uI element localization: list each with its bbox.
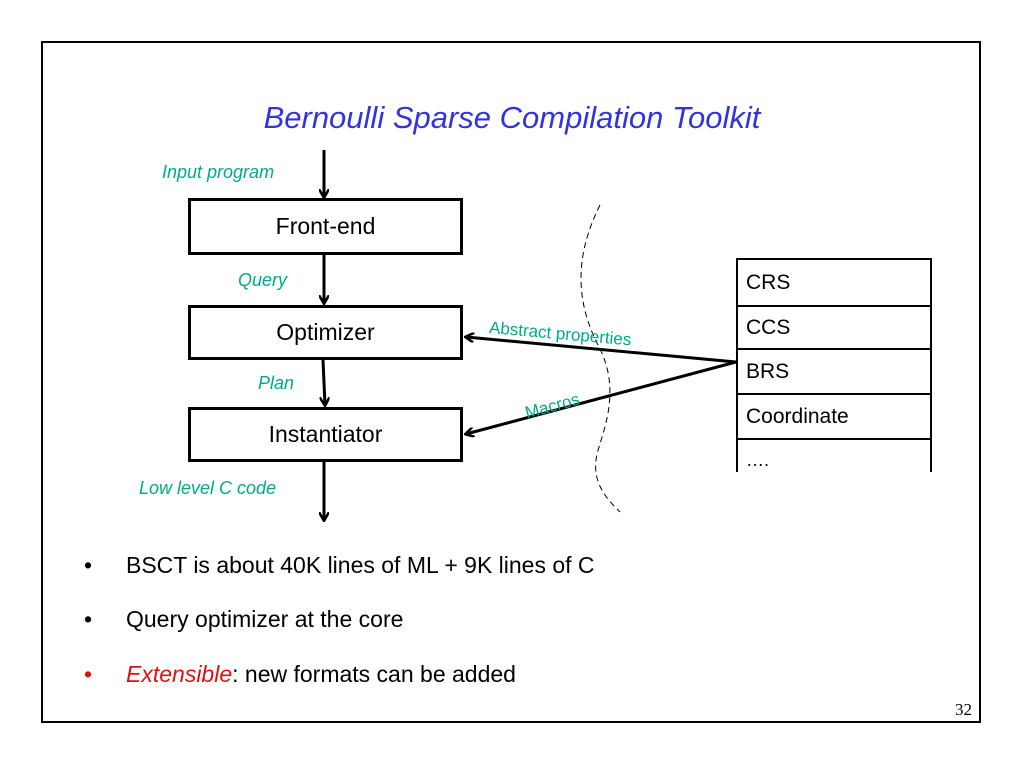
page-number: 32: [955, 700, 972, 719]
low-level-c-code-label: Low level C code: [139, 478, 277, 498]
query-label: Query: [238, 270, 288, 290]
bullet-marker: •: [84, 661, 93, 687]
format-row-brs: BRS: [736, 348, 932, 393]
bullet-marker: •: [84, 606, 93, 632]
format-crs-label: CRS: [746, 270, 791, 294]
format-coordinate-label: Coordinate: [746, 404, 849, 428]
bullet-text: Query optimizer at the core: [126, 606, 404, 632]
format-row-crs: CRS: [736, 258, 932, 305]
format-row-ccs: CCS: [736, 305, 932, 348]
bullet-text: BSCT is about 40K lines of ML + 9K lines…: [126, 552, 595, 578]
bullet-item: • BSCT is about 40K lines of ML + 9K line…: [84, 552, 595, 579]
optimizer-label: Optimizer: [276, 319, 375, 345]
slide-frame: [41, 41, 981, 723]
plan-label: Plan: [258, 373, 295, 393]
format-more-label: ….: [746, 450, 770, 470]
optimizer-box: Optimizer: [188, 305, 463, 360]
instantiator-label: Instantiator: [268, 421, 383, 447]
bullet-marker: •: [84, 552, 93, 578]
front-end-label: Front-end: [275, 213, 376, 239]
front-end-box: Front-end: [188, 198, 463, 255]
plan-arrow: [323, 359, 325, 405]
format-row-coordinate: Coordinate: [736, 393, 932, 438]
abstract-properties-arrow: [466, 337, 737, 364]
format-ccs-label: CCS: [746, 315, 791, 339]
bullet-item: • Extensible: new formats can be added: [84, 661, 516, 688]
format-row-more: ….: [736, 438, 932, 472]
macros-arrow: [466, 360, 737, 434]
slide-title: Bernoulli Sparse Compilation Toolkit: [263, 100, 761, 135]
format-brs-label: BRS: [746, 359, 790, 383]
instantiator-box: Instantiator: [188, 407, 463, 462]
extensible-emphasis: Extensible: [126, 661, 233, 687]
bullet-item: • Query optimizer at the core: [84, 606, 403, 633]
divider-wavy-line: [580, 204, 621, 513]
input-program-label: Input program: [162, 162, 275, 182]
bullet-text: : new formats can be added: [232, 661, 516, 687]
